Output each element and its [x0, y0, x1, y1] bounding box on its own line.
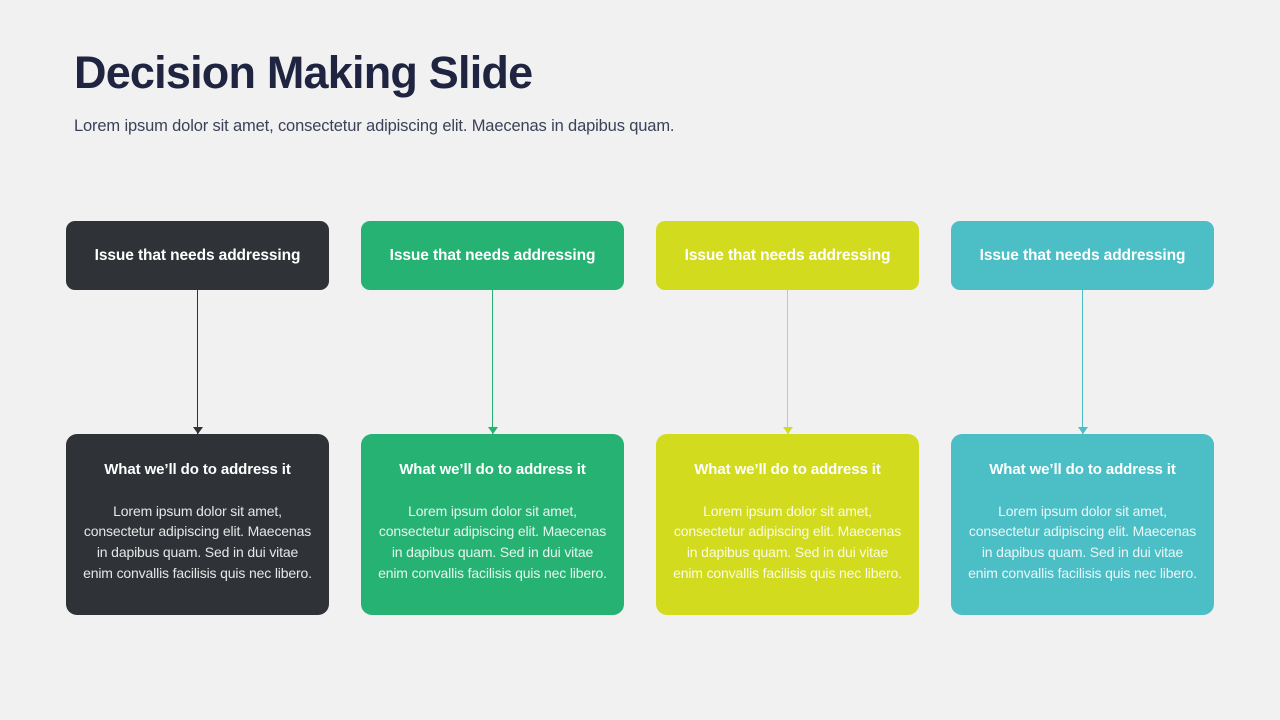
- action-card[interactable]: What we’ll do to address it Lorem ipsum …: [656, 434, 919, 615]
- action-card-body: Lorem ipsum dolor sit amet, consectetur …: [378, 502, 607, 581]
- connector-line: [491, 290, 494, 434]
- action-card[interactable]: What we’ll do to address it Lorem ipsum …: [951, 434, 1214, 615]
- connector-arrow-down: [656, 290, 919, 434]
- action-card-body: Lorem ipsum dolor sit amet, consectetur …: [968, 502, 1197, 581]
- decision-column: Issue that needs addressing What we’ll d…: [951, 221, 1214, 615]
- arrow-down-icon: [1077, 427, 1088, 434]
- action-card-body: Lorem ipsum dolor sit amet, consectetur …: [673, 502, 902, 581]
- issue-card[interactable]: Issue that needs addressing: [66, 221, 329, 290]
- action-card[interactable]: What we’ll do to address it Lorem ipsum …: [361, 434, 624, 615]
- action-card-title: What we’ll do to address it: [399, 461, 586, 478]
- action-card-body: Lorem ipsum dolor sit amet, consectetur …: [83, 502, 312, 581]
- slide-header: Decision Making Slide Lorem ipsum dolor …: [74, 47, 1214, 138]
- issue-card-label: Issue that needs addressing: [979, 246, 1186, 264]
- issue-card-label: Issue that needs addressing: [684, 246, 891, 264]
- arrow-down-icon: [782, 427, 793, 434]
- decision-column: Issue that needs addressing What we’ll d…: [361, 221, 624, 615]
- connector-arrow-down: [951, 290, 1214, 434]
- connector-line: [196, 290, 199, 434]
- decision-column: Issue that needs addressing What we’ll d…: [656, 221, 919, 615]
- arrow-down-icon: [192, 427, 203, 434]
- action-card-title: What we’ll do to address it: [989, 461, 1176, 478]
- action-card-title: What we’ll do to address it: [694, 461, 881, 478]
- arrow-down-icon: [487, 427, 498, 434]
- issue-card[interactable]: Issue that needs addressing: [951, 221, 1214, 290]
- action-card-title: What we’ll do to address it: [104, 461, 291, 478]
- page-title: Decision Making Slide: [74, 47, 533, 98]
- connector-line: [1081, 290, 1084, 434]
- issue-card-label: Issue that needs addressing: [389, 246, 596, 264]
- connector-arrow-down: [66, 290, 329, 434]
- page-subtitle: Lorem ipsum dolor sit amet, consectetur …: [74, 117, 675, 136]
- connector-line: [786, 290, 789, 434]
- issue-card[interactable]: Issue that needs addressing: [656, 221, 919, 290]
- decision-column: Issue that needs addressing What we’ll d…: [66, 221, 329, 615]
- action-card[interactable]: What we’ll do to address it Lorem ipsum …: [66, 434, 329, 615]
- issue-card[interactable]: Issue that needs addressing: [361, 221, 624, 290]
- decision-columns: Issue that needs addressing What we’ll d…: [66, 221, 1214, 615]
- issue-card-label: Issue that needs addressing: [94, 246, 301, 264]
- connector-arrow-down: [361, 290, 624, 434]
